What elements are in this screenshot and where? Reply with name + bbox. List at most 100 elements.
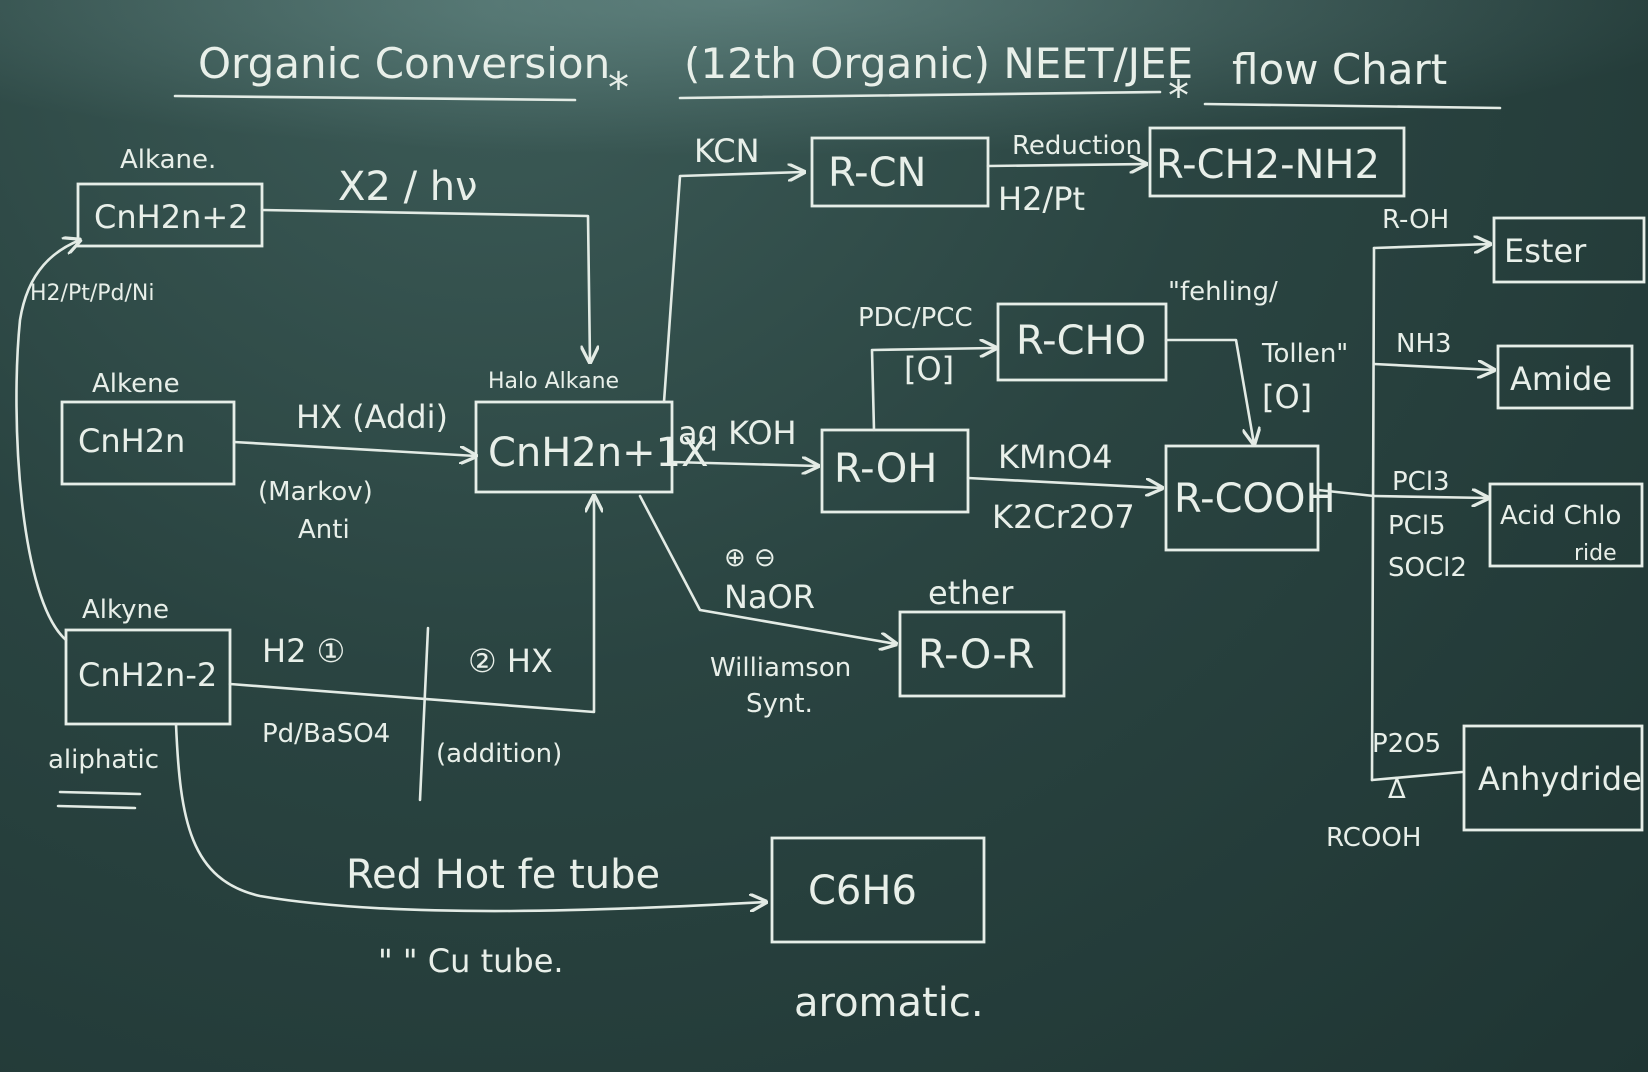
benzene-formula: C6H6 [808,868,917,914]
ester-arrow [1372,244,1490,248]
ester-box [1492,216,1646,284]
h2-catalyst-arrow [15,240,80,642]
title-part-2: (12th Organic) NEET/JEE [684,39,1193,88]
alkene-formula: CnH2n [78,422,185,460]
kmno4-reagent: KMnO4 [998,438,1112,476]
haloalkane-label: Halo Alkane [488,369,619,394]
reduction-reagent: Reduction [1012,131,1142,161]
naor-charges: ⊕ ⊖ [724,543,776,573]
aq-koh-reagent: aq KOH [678,414,797,452]
red-hot-tube-arrow [174,722,766,913]
alkyne-label: Alkyne [82,595,169,625]
rcooh-reagent: RCOOH [1326,823,1421,853]
h2-step-1: H2 ① [262,632,345,670]
title-underline-2 [678,90,1162,100]
addition-label: (addition) [436,739,562,769]
oxidation-reagent-2: [O] [1262,378,1312,416]
aliphatic-label: aliphatic [48,745,159,775]
p2o5-reagent: P2O5 [1372,729,1441,759]
ether-label: ether [928,574,1014,612]
pcl5-reagent: PCl5 [1388,511,1446,541]
alkane-label: Alkane. [120,145,216,175]
markovnikov-label: (Markov) [258,477,373,507]
haloalkane-box [474,400,674,494]
benzene-box [770,836,986,944]
anhydride-line [1370,770,1464,782]
acid-chloride-box [1488,482,1644,568]
kcn-reagent: KCN [694,132,760,170]
title-star-1: * [608,63,629,112]
alkyne-box [64,628,232,726]
acid-out-line [1316,488,1376,498]
title: Organic Conversion * (12th Organic) NEET… [173,39,1502,120]
ether-box [898,610,1066,698]
alkyne-formula: CnH2n-2 [78,656,217,694]
title-underline-1 [173,94,577,102]
oxidation-reagent-1: [O] [904,350,954,388]
acid-chloride-label-2: ride [1574,541,1617,566]
red-hot-fe-label: Red Hot fe tube [346,852,660,898]
synthesis-label: Synt. [746,689,813,719]
amine-formula: R-CH2-NH2 [1156,142,1380,188]
title-star-2: * [1168,71,1189,120]
naor-reagent: NaOR [724,578,815,616]
amide-box [1496,344,1634,410]
alkyne-hx-arrow [228,496,594,714]
pcl3-reagent: PCl3 [1392,467,1450,497]
hx-step-2: ② HX [468,642,553,680]
h2-catalyst-reagent: H2/Pt/Pd/Ni [30,281,154,306]
title-underline-3 [1203,102,1502,110]
aliphatic-underline [56,790,142,810]
amine-box [1148,126,1406,198]
socl2-reagent: SOCl2 [1388,553,1467,583]
kmno4-arrow [966,476,1162,488]
tollens-reagent: Tollen" [1261,339,1348,369]
alkane-box [76,182,264,248]
ether-formula: R-O-R [918,632,1035,678]
nitrile-formula: R-CN [828,150,926,196]
anhydride-label: Anhydride [1478,760,1642,798]
kcn-arrow [662,172,804,404]
alcohol-formula: R-OH [834,446,937,492]
alkane-formula: CnH2n+2 [94,198,249,236]
alkene-label: Alkene [92,369,180,399]
alkyne-divider [418,626,430,802]
williamson-arrow [638,494,896,644]
aldehyde-formula: R-CHO [1016,318,1146,364]
title-part-3: flow Chart [1232,45,1447,94]
k2cr2o7-reagent: K2Cr2O7 [992,498,1135,536]
aldehyde-box [996,302,1168,382]
pdc-pcc-arrow [870,348,996,432]
hx-addition-reagent: HX (Addi) [296,398,448,436]
h2-pt-reagent: H2/Pt [998,180,1085,218]
nitrile-box [810,136,990,208]
acid-formula: R-COOH [1174,476,1336,522]
williamson-label: Williamson [710,653,851,683]
board-glow [0,0,1648,260]
acid-chloride-label-1: Acid Chlo [1500,501,1621,531]
amide-label: Amide [1510,360,1612,398]
aq-koh-arrow [670,462,818,466]
ester-label: Ester [1504,232,1587,270]
reduction-arrow [986,164,1146,166]
x2-hv-arrow [260,208,590,362]
x2-hv-reagent: X2 / hν [338,164,477,210]
pdc-pcc-reagent: PDC/PCC [858,303,973,333]
title-part-1: Organic Conversion [198,39,610,88]
aromatic-label: aromatic. [794,980,984,1026]
acid-trunk-line [1370,246,1376,782]
fehling-reagent: "fehling/ [1168,277,1278,307]
fehling-tollens-arrow [1164,338,1254,444]
hx-addition-arrow [232,440,476,456]
alcohol-box [820,428,970,514]
haloalkane-formula: CnH2n+1X [488,430,709,476]
anti-label: Anti [298,515,350,545]
pd-baso4-reagent: Pd/BaSO4 [262,719,390,749]
anhydride-box [1462,724,1644,832]
nh3-reagent: NH3 [1396,329,1452,359]
r-oh-reagent: R-OH [1382,205,1449,235]
amide-arrow [1372,364,1494,370]
acid-chloride-arrow [1372,496,1488,498]
acid-box [1164,444,1320,552]
